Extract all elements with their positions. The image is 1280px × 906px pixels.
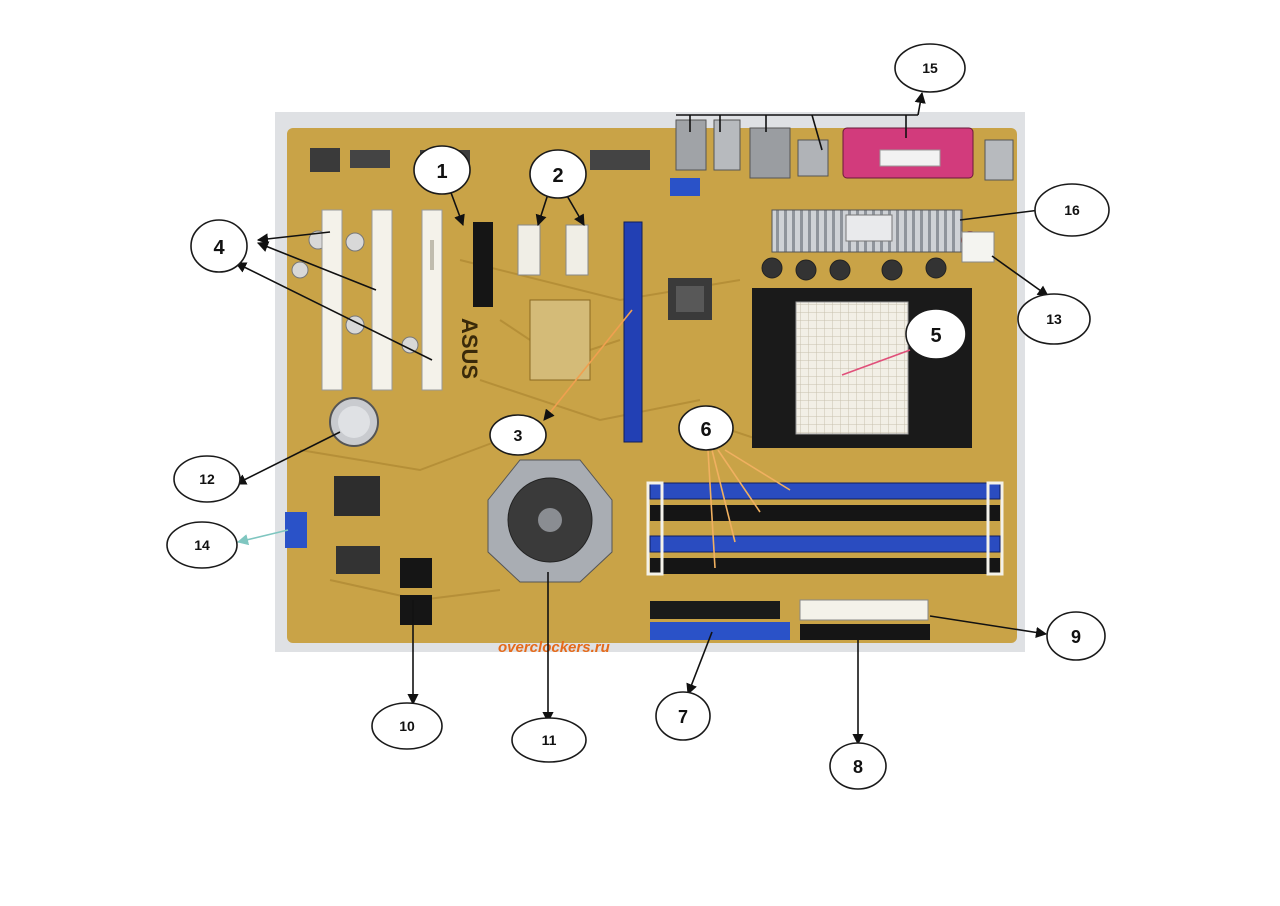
- pcie-x16-slot: [623, 221, 643, 443]
- svg-text:12: 12: [199, 471, 215, 487]
- svg-text:4: 4: [213, 237, 225, 259]
- svg-text:9: 9: [1071, 627, 1081, 647]
- callout-lines: [234, 91, 1049, 746]
- callout-8: 8: [829, 742, 887, 790]
- atx-12v-connector: [961, 231, 995, 263]
- chipset-fan: [487, 459, 613, 583]
- svg-text:3: 3: [514, 428, 523, 445]
- motherboard-photo: ASUS: [275, 112, 1025, 656]
- svg-text:2: 2: [552, 165, 563, 187]
- callout-5: 5: [905, 308, 967, 360]
- callout-14: 14: [166, 521, 238, 569]
- svg-text:16: 16: [1064, 202, 1080, 218]
- callout-12: 12: [173, 455, 241, 503]
- dimm-slots: [646, 481, 1004, 576]
- callout-3: 3: [489, 414, 547, 456]
- atx-24pin-connector: [799, 599, 929, 621]
- callout-9: 9: [1046, 611, 1106, 661]
- callout-7: 7: [655, 691, 711, 741]
- callout-11: 11: [511, 717, 587, 763]
- sata-connectors: [400, 558, 432, 625]
- com-port-header: [285, 512, 307, 548]
- svg-text:7: 7: [678, 707, 688, 727]
- callout-6: 6: [678, 405, 734, 451]
- callouts: 1 2 3 4 5 6 7 8: [166, 43, 1110, 790]
- callout-16: 16: [1034, 183, 1110, 237]
- svg-text:1: 1: [436, 161, 447, 183]
- callout-4: 4: [190, 219, 248, 273]
- callout-15: 15: [894, 43, 966, 93]
- vrm-heatsink: [771, 209, 979, 253]
- callout-2: 2: [529, 149, 587, 199]
- watermark: overclockers.ru: [498, 639, 610, 656]
- ide-connectors: [650, 601, 790, 640]
- svg-text:15: 15: [922, 60, 938, 76]
- pci-slots: [321, 209, 443, 391]
- svg-text:13: 13: [1046, 311, 1062, 327]
- callout-13: 13: [1017, 293, 1091, 345]
- floppy-connector: [800, 624, 930, 640]
- svg-text:6: 6: [700, 419, 711, 441]
- svg-text:11: 11: [542, 732, 557, 748]
- callout-lines-colored: [236, 309, 911, 569]
- pcie-x1-slot: [473, 222, 493, 307]
- callout-10: 10: [371, 702, 443, 750]
- io-panel: [670, 119, 1014, 196]
- svg-text:14: 14: [194, 537, 210, 553]
- callout-1: 1: [413, 145, 471, 195]
- svg-text:10: 10: [399, 718, 415, 734]
- board-brand: ASUS: [457, 318, 482, 379]
- cmos-battery: [329, 397, 379, 447]
- svg-text:5: 5: [930, 325, 941, 347]
- svg-text:8: 8: [853, 757, 863, 777]
